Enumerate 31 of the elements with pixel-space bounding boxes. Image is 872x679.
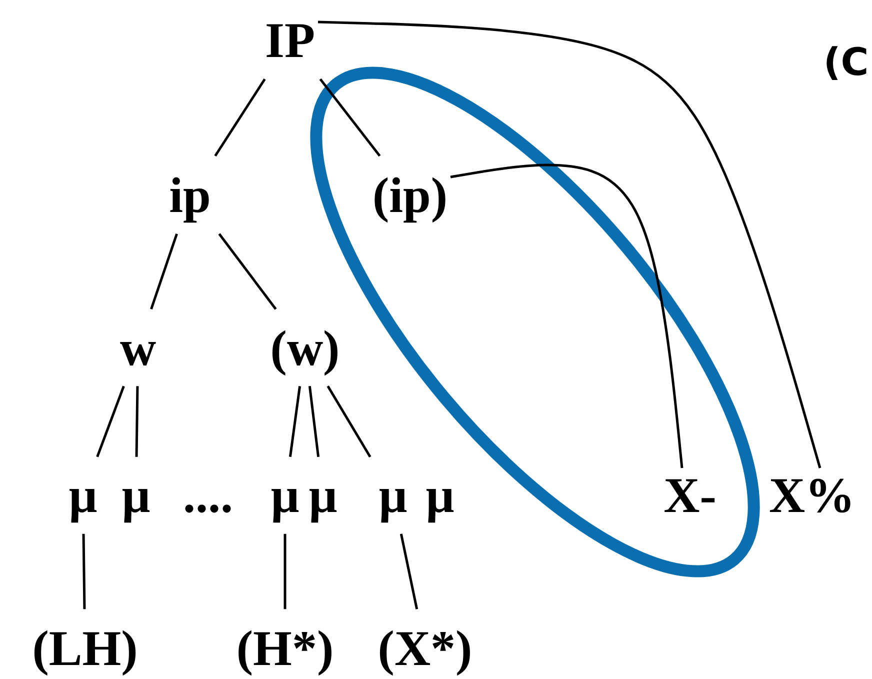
mora-label: μ [376, 468, 410, 522]
mora-label: μ [66, 468, 100, 522]
tone-label: (X*) [374, 621, 476, 675]
cut-off-label: (C [822, 41, 870, 83]
tree-branch [214, 78, 266, 157]
mora-label: μ [306, 468, 340, 522]
tone-label: (H*) [233, 621, 337, 675]
mora-label: μ [422, 468, 458, 522]
phrase-label: (ip) [370, 168, 450, 222]
tree-branch [82, 534, 86, 610]
word-label: w [116, 321, 160, 375]
tree-branch [218, 233, 277, 310]
word-label: (w) [267, 321, 343, 375]
tree-branch [150, 233, 178, 310]
ellipsis: .... [182, 468, 234, 522]
tree-branch [288, 386, 302, 457]
association-curve [450, 164, 684, 468]
tree-branch [96, 386, 125, 458]
tone-label: (LH) [29, 621, 141, 675]
mora-label: μ [118, 468, 154, 522]
phrase-label: ip [166, 168, 214, 222]
tree-branch [284, 534, 286, 610]
tree-branch [400, 534, 418, 610]
boundary-tone-label: X% [766, 468, 858, 522]
tree-branch [135, 386, 139, 457]
association-curve [318, 20, 822, 468]
phrase-label: IP [262, 13, 318, 67]
tree-branch [326, 386, 372, 458]
tree-branch [308, 386, 320, 457]
mora-label: μ [268, 468, 302, 522]
boundary-tone-label: X- [660, 468, 720, 522]
